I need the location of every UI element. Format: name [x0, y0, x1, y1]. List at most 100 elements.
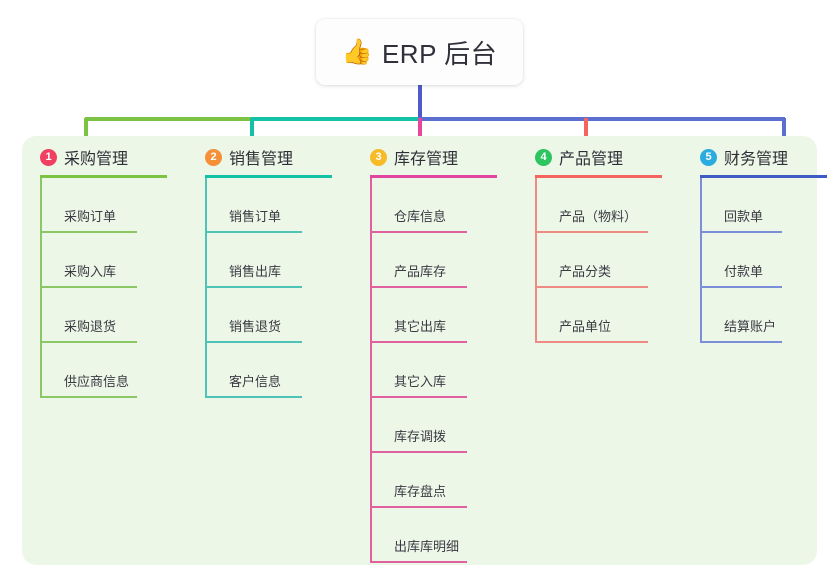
leaf-item-label: 销售订单: [229, 209, 282, 224]
leaf-item[interactable]: 客户信息: [205, 343, 352, 398]
leaf-item[interactable]: 回款单: [700, 178, 839, 233]
leaf-item-underline: [700, 341, 782, 343]
leaf-item-underline: [370, 561, 467, 563]
leaf-item-underline: [370, 506, 467, 508]
leaf-item-label: 销售出库: [229, 264, 282, 279]
branch-underline-2: [205, 175, 332, 178]
leaf-item-label: 产品单位: [559, 319, 612, 334]
leaf-item[interactable]: 库存盘点: [370, 453, 517, 508]
branch-badge-3: 3: [370, 148, 387, 166]
branch-items-2: 销售订单销售出库销售退货客户信息: [205, 178, 352, 398]
branch-items-5: 回款单付款单结算账户: [700, 178, 839, 343]
branch-items-4: 产品（物料） 产品分类产品单位: [535, 178, 682, 343]
leaf-item-underline: [370, 231, 467, 233]
branch-header-4[interactable]: 4 产品管理: [535, 136, 682, 178]
leaf-item-label: 其它入库: [394, 374, 447, 389]
leaf-item[interactable]: 供应商信息: [40, 343, 187, 398]
leaf-item-underline: [370, 341, 467, 343]
leaf-item-label: 客户信息: [229, 374, 282, 389]
leaf-item[interactable]: 销售订单: [205, 178, 352, 233]
leaf-item-underline: [535, 286, 648, 288]
leaf-item-underline: [700, 286, 782, 288]
leaf-item[interactable]: 结算账户: [700, 288, 839, 343]
branch-header-2[interactable]: 2 销售管理: [205, 136, 352, 178]
thumbs-up-icon: 👍: [341, 37, 373, 66]
leaf-item-label: 产品（物料）: [559, 209, 638, 224]
leaf-item-underline: [40, 231, 137, 233]
branches-panel: [22, 136, 817, 565]
leaf-item[interactable]: 采购入库: [40, 233, 187, 288]
branch-column-4: 4 产品管理产品（物料） 产品分类产品单位: [517, 136, 682, 565]
leaf-item-underline: [700, 231, 782, 233]
leaf-item-label: 采购退货: [64, 319, 117, 334]
leaf-item-label: 出库库明细: [394, 539, 460, 554]
branch-title-4: 产品管理: [559, 151, 624, 168]
leaf-item-underline: [370, 451, 467, 453]
leaf-item[interactable]: 其它出库: [370, 288, 517, 343]
leaf-item[interactable]: 产品分类: [535, 233, 682, 288]
leaf-item-underline: [205, 396, 302, 398]
leaf-item[interactable]: 销售退货: [205, 288, 352, 343]
leaf-item[interactable]: 仓库信息: [370, 178, 517, 233]
leaf-item-underline: [40, 286, 137, 288]
branch-title-2: 销售管理: [229, 151, 294, 168]
leaf-item-underline: [535, 231, 648, 233]
leaf-item[interactable]: 出库库明细: [370, 508, 517, 563]
leaf-item-label: 库存调拨: [394, 429, 447, 444]
branch-spine-3: [370, 178, 372, 563]
leaf-item-underline: [40, 396, 137, 398]
leaf-item[interactable]: 其它入库: [370, 343, 517, 398]
leaf-item-label: 采购订单: [64, 209, 117, 224]
leaf-item-label: 付款单: [724, 264, 764, 279]
leaf-item[interactable]: 付款单: [700, 233, 839, 288]
leaf-item-underline: [370, 396, 467, 398]
branch-underline-1: [40, 175, 167, 178]
branch-column-2: 2 销售管理销售订单销售出库销售退货客户信息: [187, 136, 352, 565]
branch-header-3[interactable]: 3 库存管理: [370, 136, 517, 178]
root-node[interactable]: 👍 ERP 后台: [316, 19, 523, 85]
leaf-item-label: 其它出库: [394, 319, 447, 334]
leaf-item-label: 库存盘点: [394, 484, 447, 499]
leaf-item-underline: [205, 231, 302, 233]
branch-badge-4: 4: [535, 148, 552, 166]
leaf-item[interactable]: 产品（物料）: [535, 178, 682, 233]
leaf-item-underline: [205, 341, 302, 343]
leaf-item-underline: [370, 286, 467, 288]
branch-title-1: 采购管理: [64, 151, 129, 168]
leaf-item-label: 产品分类: [559, 264, 612, 279]
branch-header-1[interactable]: 1 采购管理: [40, 136, 187, 178]
leaf-item-label: 产品库存: [394, 264, 447, 279]
leaf-item-underline: [205, 286, 302, 288]
branch-spine-4: [535, 178, 537, 343]
leaf-item[interactable]: 产品库存: [370, 233, 517, 288]
leaf-item-label: 结算账户: [724, 319, 777, 334]
leaf-item[interactable]: 产品单位: [535, 288, 682, 343]
branch-columns: 1 采购管理采购订单采购入库采购退货供应商信息 2 销售管理销售订单销售出库销售退货客…: [22, 136, 827, 565]
root-title: ERP 后台: [381, 38, 498, 69]
branch-badge-2: 2: [205, 148, 222, 166]
leaf-item-label: 回款单: [724, 209, 764, 224]
branch-column-1: 1 采购管理采购订单采购入库采购退货供应商信息: [22, 136, 187, 565]
leaf-item[interactable]: 库存调拨: [370, 398, 517, 453]
branch-title-3: 库存管理: [394, 151, 459, 168]
leaf-item-underline: [40, 341, 137, 343]
branch-underline-4: [535, 175, 662, 178]
branch-underline-3: [370, 175, 497, 178]
branch-items-3: 仓库信息产品库存其它出库其它入库库存调拨库存盘点出库库明细: [370, 178, 517, 563]
leaf-item-label: 仓库信息: [394, 209, 447, 224]
branch-items-1: 采购订单采购入库采购退货供应商信息: [40, 178, 187, 398]
leaf-item[interactable]: 采购订单: [40, 178, 187, 233]
leaf-item-label: 供应商信息: [64, 374, 130, 389]
branch-underline-5: [700, 175, 827, 178]
leaf-item[interactable]: 销售出库: [205, 233, 352, 288]
branch-column-3: 3 库存管理仓库信息产品库存其它出库其它入库库存调拨库存盘点出库库明细: [352, 136, 517, 565]
leaf-item-underline: [535, 341, 648, 343]
leaf-item-label: 销售退货: [229, 319, 282, 334]
leaf-item[interactable]: 采购退货: [40, 288, 187, 343]
branch-badge-1: 1: [40, 148, 57, 166]
branch-spine-2: [205, 178, 207, 398]
branch-badge-5: 5: [700, 148, 717, 166]
